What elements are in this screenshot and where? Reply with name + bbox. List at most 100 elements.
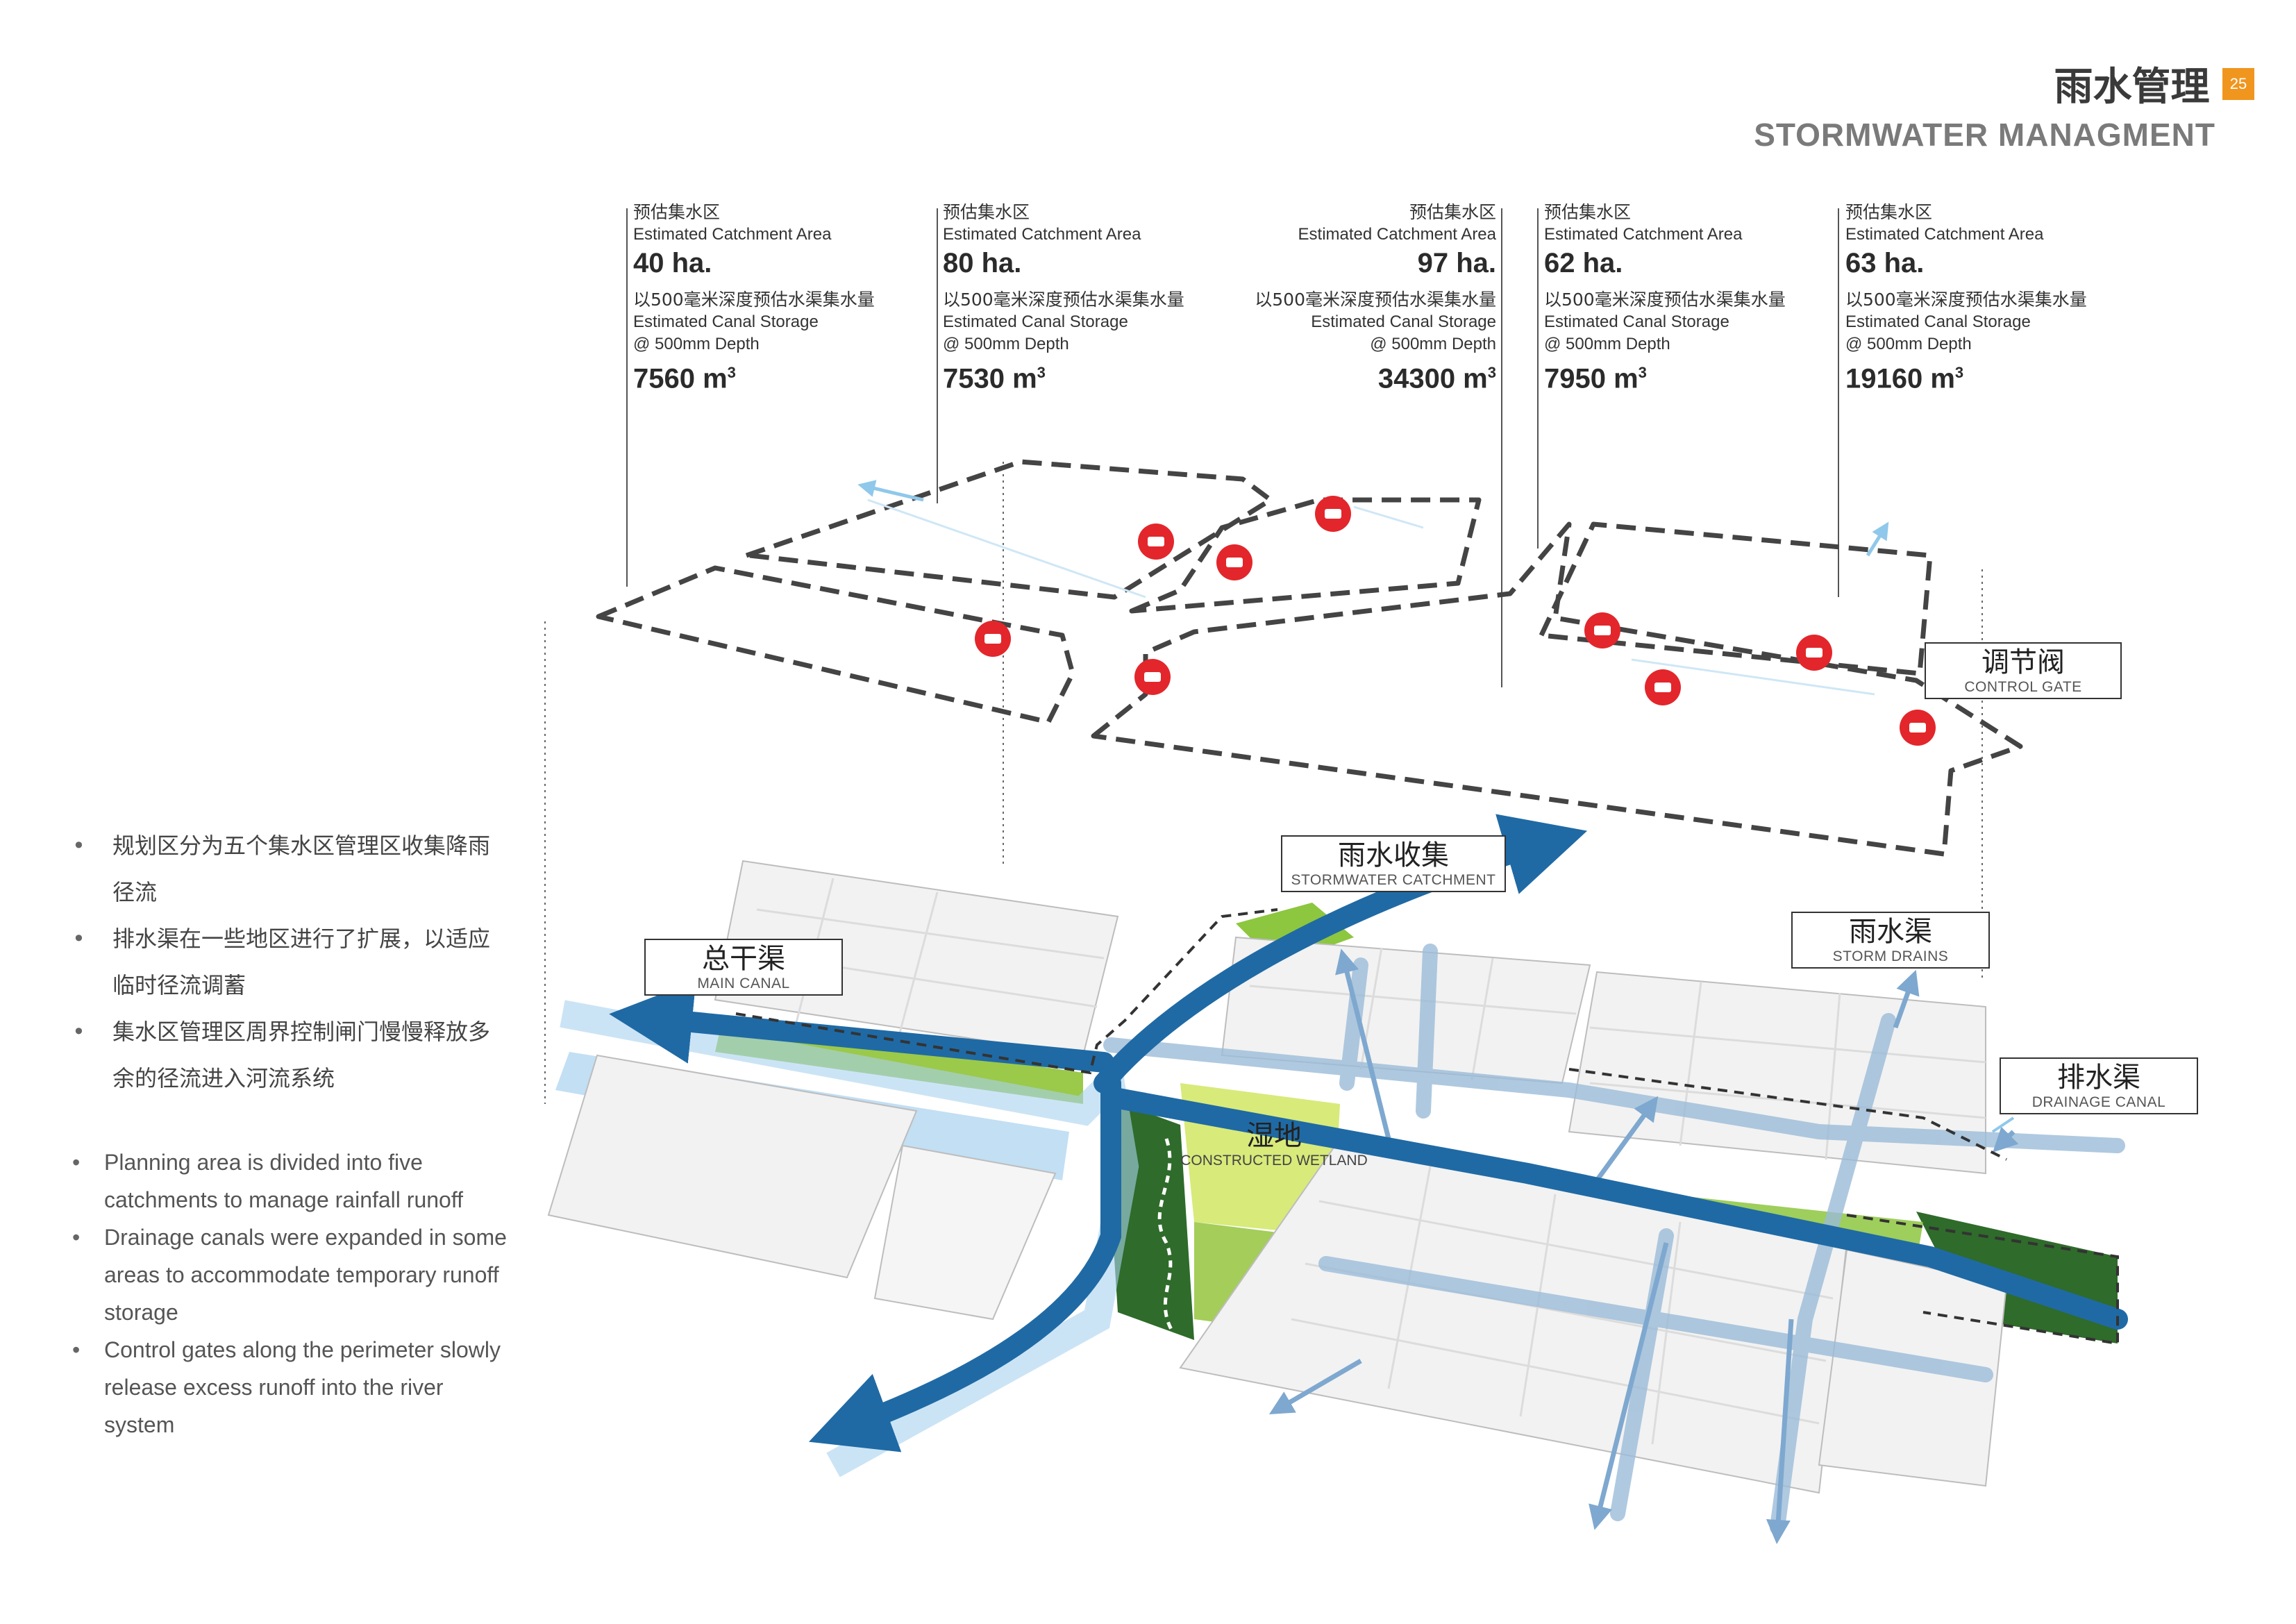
control-gate-icon	[1645, 669, 1681, 705]
area-label-cn: 预估集水区	[1544, 202, 1632, 222]
control-gates	[975, 496, 1936, 746]
depth-label: @ 500mm Depth	[633, 335, 760, 353]
catchment-outline-4	[1091, 521, 2023, 857]
catchment-outline-1	[744, 459, 1273, 600]
faint-flow-1	[867, 499, 1146, 598]
catchment-stat-2: 预估集水区 Estimated Catchment Area 80 ha. 以5…	[943, 201, 1184, 396]
storage-value: 19160 m3	[1845, 363, 1964, 394]
storage-label-cn: 以500毫米深度预估水渠集水量	[943, 290, 1184, 310]
drainage-canal-callout: 排水渠 DRAINAGE CANAL	[2000, 1057, 2198, 1114]
callout-label-cn: 排水渠	[2057, 1062, 2140, 1094]
storage-label-en: Estimated Canal Storage	[1311, 312, 1496, 331]
callout-label-cn: 调节阀	[1981, 646, 2065, 678]
control-gate-icon	[1134, 659, 1171, 695]
page-title-en: STORMWATER MANAGMENT	[1754, 117, 2215, 153]
area-label-en: Estimated Catchment Area	[1544, 225, 1743, 244]
faint-flow-2	[1353, 505, 1424, 529]
control-gate-icon	[1216, 544, 1252, 580]
callout-label-cn: 雨水收集	[1338, 839, 1449, 871]
bullet-en-1: Planning area is divided into five catch…	[67, 1144, 511, 1219]
bullet-list-cn: 规划区分为五个集水区管理区收集降雨径流 排水渠在一些地区进行了扩展，以适应临时径…	[67, 823, 511, 1102]
bullet-cn-1: 规划区分为五个集水区管理区收集降雨径流	[67, 823, 511, 916]
callout-label-cn: 湿地	[1246, 1120, 1302, 1152]
page-title-cn: 雨水管理	[2054, 65, 2210, 110]
storage-label-cn: 以500毫米深度预估水渠集水量	[633, 290, 875, 310]
callout-label-en: CONSTRUCTED WETLAND	[1180, 1153, 1368, 1169]
main-canal-west	[609, 980, 1114, 1073]
main-river	[609, 814, 2128, 1453]
stat-leader-lines	[626, 208, 1839, 687]
main-canal-east	[1100, 1087, 2128, 1330]
catchment-stat-1: 预估集水区 Estimated Catchment Area 40 ha. 以5…	[633, 201, 875, 396]
area-label-en: Estimated Catchment Area	[943, 225, 1141, 244]
storage-value: 7530 m3	[943, 363, 1046, 394]
callout-label-en: CONTROL GATE	[1964, 679, 2082, 695]
depth-label: @ 500mm Depth	[1845, 335, 1972, 353]
storage-value: 34300 m3	[1377, 363, 1496, 394]
bullet-list-en: Planning area is divided into five catch…	[67, 1144, 511, 1443]
area-value: 40 ha.	[633, 248, 712, 278]
main-canal-south	[808, 1073, 1121, 1453]
bullet-cn-3: 集水区管理区周界控制闸门慢慢释放多余的径流进入河流系统	[67, 1009, 511, 1102]
faint-flow-3	[1631, 658, 1875, 696]
area-label-cn: 预估集水区	[633, 202, 721, 222]
storm-drains-callout: 雨水渠 STORM DRAINS	[1791, 912, 1990, 969]
catchment-stat-5: 预估集水区 Estimated Catchment Area 63 ha. 以5…	[1845, 201, 2087, 396]
callout-label-cn: 雨水渠	[1849, 916, 1932, 948]
storage-label-cn: 以500毫米深度预估水渠集水量	[1544, 290, 1786, 310]
area-label-en: Estimated Catchment Area	[1298, 225, 1496, 244]
control-gate-icon	[1584, 612, 1620, 648]
page-header: 雨水管理 25 STORMWATER MANAGMENT	[1754, 56, 2254, 153]
control-gate-icon	[1138, 524, 1174, 560]
catchment-outline-2	[596, 565, 1075, 725]
storage-value: 7950 m3	[1544, 363, 1647, 394]
callout-label-en: DRAINAGE CANAL	[2031, 1094, 2166, 1110]
area-value: 80 ha.	[943, 248, 1022, 278]
area-value: 63 ha.	[1845, 248, 1925, 278]
callout-label-cn: 总干渠	[702, 943, 785, 975]
outflow-arrow-right	[1866, 521, 1889, 557]
control-gate-icon	[1315, 496, 1351, 532]
callout-label-en: MAIN CANAL	[697, 976, 790, 991]
bullet-en-3: Control gates along the perimeter slowly…	[67, 1331, 511, 1443]
catchment-outline-3	[1129, 497, 1482, 614]
storage-value: 7560 m3	[633, 363, 736, 394]
storage-label-en: Estimated Canal Storage	[633, 312, 819, 331]
storage-label-cn: 以500毫米深度预估水渠集水量	[1845, 290, 2087, 310]
area-label-en: Estimated Catchment Area	[633, 225, 832, 244]
area-label-cn: 预估集水区	[1409, 202, 1496, 222]
wetland-label: 湿地 CONSTRUCTED WETLAND	[1177, 1120, 1371, 1170]
control-gate-icon	[1900, 710, 1936, 746]
control-gate-callout: 调节阀 CONTROL GATE	[1925, 642, 2122, 699]
lower-dashed-boundaries	[735, 908, 2119, 1346]
storage-label-en: Estimated Canal Storage	[1845, 312, 2031, 331]
catchment-outline-5	[1539, 521, 1933, 676]
catchment-stat-4: 预估集水区 Estimated Catchment Area 62 ha. 以5…	[1544, 201, 1786, 396]
catchment-stat-3: 预估集水区 Estimated Catchment Area 97 ha. 以5…	[1255, 201, 1496, 396]
depth-label: @ 500mm Depth	[1544, 335, 1670, 353]
drain-arrows	[1268, 948, 2019, 1544]
bullet-en-2: Drainage canals were expanded in some ar…	[67, 1219, 511, 1331]
storage-label-cn: 以500毫米深度预估水渠集水量	[1255, 290, 1496, 310]
wetland-path	[1157, 1138, 1175, 1334]
area-value: 97 ha.	[1417, 248, 1496, 278]
area-label-en: Estimated Catchment Area	[1845, 225, 2044, 244]
block-cluster-sw	[873, 1144, 1057, 1321]
block-cluster-w	[547, 1054, 918, 1279]
main-canal-callout: 总干渠 MAIN CANAL	[644, 939, 843, 996]
area-label-cn: 预估集水区	[943, 202, 1030, 222]
storage-label-en: Estimated Canal Storage	[943, 312, 1128, 331]
dotted-guides	[544, 462, 1983, 1104]
area-label-cn: 预估集水区	[1845, 202, 1933, 222]
bullet-cn-2: 排水渠在一些地区进行了扩展，以适应临时径流调蓄	[67, 916, 511, 1009]
catchment-outlines	[596, 459, 2023, 857]
page-number-badge: 25	[2222, 67, 2254, 100]
outflow-arrow-left	[857, 480, 924, 502]
control-gate-icon	[1796, 635, 1832, 671]
callout-label-en: STORM DRAINS	[1832, 948, 1949, 964]
control-gate-icon	[975, 621, 1011, 657]
storage-label-en: Estimated Canal Storage	[1544, 312, 1729, 331]
depth-label: @ 500mm Depth	[1370, 335, 1496, 353]
callout-label-en: STORMWATER CATCHMENT	[1291, 872, 1496, 888]
